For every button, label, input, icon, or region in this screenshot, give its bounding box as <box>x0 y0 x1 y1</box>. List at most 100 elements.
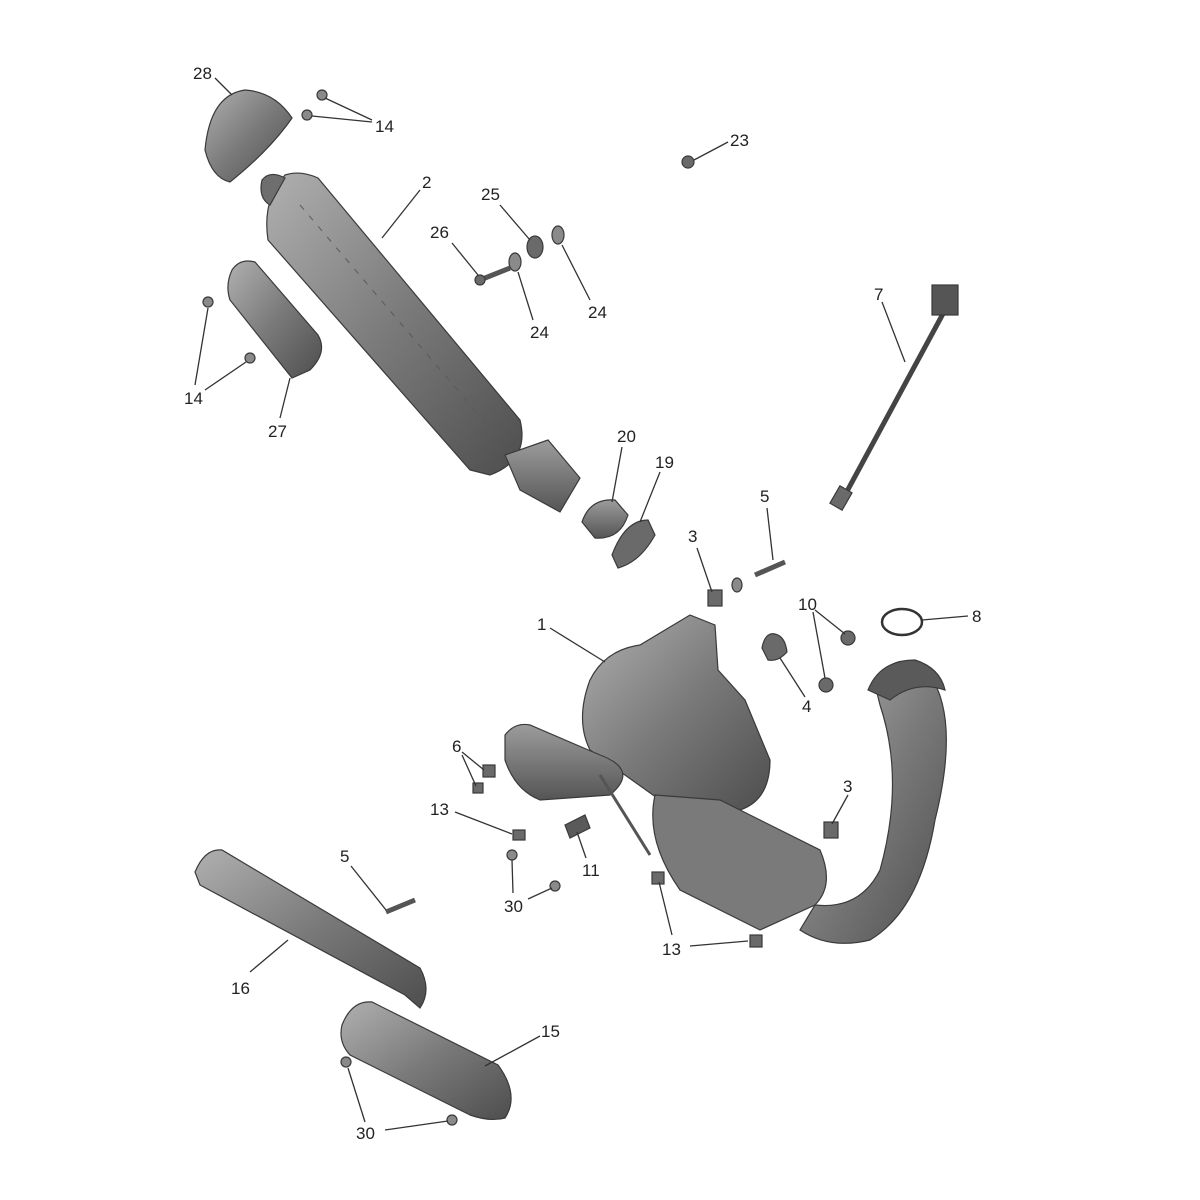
leader-line <box>381 189 421 239</box>
sleeve-part <box>581 499 629 539</box>
callout-label: 30 <box>356 1124 375 1143</box>
leader-line <box>881 301 906 363</box>
leader-line <box>194 307 209 386</box>
screw-part <box>340 1056 352 1068</box>
callout-label: 24 <box>588 303 607 322</box>
callout-label: 6 <box>452 737 461 756</box>
callout-label: 7 <box>874 285 883 304</box>
leader-line <box>204 361 247 391</box>
callout-label: 1 <box>537 615 546 634</box>
callout-label: 23 <box>730 131 749 150</box>
clip-part <box>749 934 763 948</box>
clamp-part <box>611 519 656 569</box>
callout-label: 3 <box>843 777 852 796</box>
callout-label: 16 <box>231 979 250 998</box>
clip-part <box>651 871 665 885</box>
leader-line <box>484 1035 541 1067</box>
leader-line <box>766 507 774 561</box>
bolt-part <box>754 559 786 578</box>
callout-label: 14 <box>184 389 203 408</box>
leader-line <box>279 377 291 419</box>
screw-part <box>301 109 313 121</box>
nut-part <box>681 155 695 169</box>
muffler-part <box>260 172 581 513</box>
screw-part <box>506 849 518 861</box>
callout-label: 2 <box>422 173 431 192</box>
leader-line <box>461 751 485 771</box>
leader-line <box>812 611 826 679</box>
callout-label: 30 <box>504 897 523 916</box>
header-pipe-part <box>799 668 947 944</box>
callout-label: 3 <box>688 527 697 546</box>
callout-label: 13 <box>430 800 449 819</box>
nut-part <box>818 677 834 693</box>
callout-label: 20 <box>617 427 636 446</box>
bracket-part <box>823 821 839 839</box>
bolt-washer-set <box>474 225 565 286</box>
leader-line <box>611 446 623 503</box>
screw-part <box>316 89 328 101</box>
grommet-part <box>761 633 788 661</box>
callout-label: 13 <box>662 940 681 959</box>
clip-part <box>482 764 496 778</box>
callout-label: 28 <box>193 64 212 83</box>
callout-label: 26 <box>430 223 449 242</box>
clip-part <box>512 829 526 841</box>
leader-line <box>454 811 513 835</box>
leader-line <box>814 609 846 635</box>
screw-part <box>244 352 256 364</box>
heat-shield-large-part <box>194 849 427 1009</box>
leader-line <box>347 1067 366 1123</box>
leader-line <box>639 471 661 523</box>
leader-line <box>693 141 729 161</box>
sensor-part <box>829 284 959 511</box>
callout-label: 4 <box>802 697 811 716</box>
leader-line <box>561 244 591 301</box>
leader-line <box>658 881 673 936</box>
clip-part <box>472 782 484 794</box>
leader-line <box>311 115 373 123</box>
leader-line <box>214 77 233 96</box>
callout-label: 11 <box>582 861 600 880</box>
leader-line <box>689 940 749 947</box>
leader-line <box>576 831 587 859</box>
screw-part <box>202 296 214 308</box>
leader-line <box>921 615 969 621</box>
nut-part <box>840 630 856 646</box>
leader-line <box>549 627 606 663</box>
heat-shield-lower-part <box>340 1001 512 1121</box>
leader-line <box>350 865 387 911</box>
callout-label: 5 <box>340 847 349 866</box>
washer-part <box>731 577 743 593</box>
stud-part <box>564 814 591 839</box>
leader-line <box>451 242 479 276</box>
leader-line <box>461 754 477 787</box>
callout-label: 19 <box>655 453 674 472</box>
callout-label: 27 <box>268 422 287 441</box>
leader-line <box>831 794 849 825</box>
leader-line <box>527 887 553 900</box>
callout-label: 15 <box>541 1022 560 1041</box>
bolt-part <box>385 897 416 915</box>
bracket-part <box>707 589 723 607</box>
leader-line <box>384 1120 449 1131</box>
gasket-part <box>880 607 924 637</box>
leader-line <box>517 271 534 321</box>
callout-label: 5 <box>760 487 769 506</box>
leader-line <box>324 97 373 121</box>
leader-line <box>696 547 713 593</box>
callout-label: 24 <box>530 323 549 342</box>
collector-box-part <box>504 614 827 931</box>
callout-label: 14 <box>375 117 394 136</box>
callout-label: 10 <box>798 595 817 614</box>
callout-label: 25 <box>481 185 500 204</box>
leader-line <box>499 204 531 241</box>
end-cap-part <box>204 89 293 183</box>
leader-line <box>511 859 514 894</box>
leader-line <box>249 939 289 973</box>
leader-line <box>779 657 806 698</box>
screw-part <box>549 880 561 892</box>
callout-label: 8 <box>972 607 981 626</box>
